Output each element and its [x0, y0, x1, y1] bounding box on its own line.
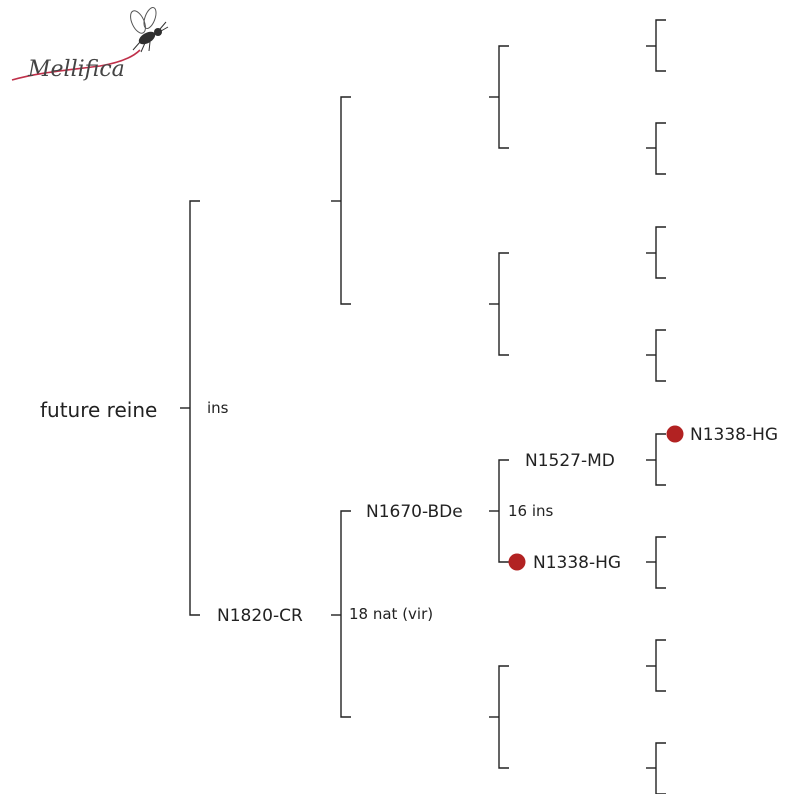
logo-swash — [11, 49, 141, 81]
bracket-l3-4 — [655, 329, 666, 382]
bracket-l2-d — [498, 665, 509, 769]
bracket-n1670 — [498, 459, 509, 563]
root-bracket — [189, 200, 200, 616]
bracket-l1-upper — [340, 96, 351, 305]
logo-text: Mellifica — [27, 57, 125, 82]
node-n1527-md[interactable]: N1527-MD — [525, 451, 615, 471]
bracket-n1338-lower — [655, 536, 666, 589]
bracket-l3-2 — [655, 122, 666, 175]
queen-marker-icon — [666, 425, 684, 443]
bracket-l3-7 — [655, 639, 666, 692]
bracket-l2-a — [498, 45, 509, 149]
bee-icon — [130, 7, 169, 53]
mating-label-n1820: 18 nat (vir) — [349, 605, 433, 623]
node-n1338-hg-lower[interactable]: N1338-HG — [533, 553, 621, 573]
queen-marker-icon — [508, 553, 526, 571]
bracket-l3-3 — [655, 226, 666, 279]
root-label: future reine — [40, 398, 157, 422]
mellifica-logo[interactable]: Mellifica — [11, 6, 169, 82]
bracket-n1820 — [340, 510, 351, 718]
mating-label-n1670: 16 ins — [508, 502, 554, 520]
node-n1820-cr[interactable]: N1820-CR — [217, 606, 303, 626]
node-n1338-hg-upper[interactable]: N1338-HG — [690, 425, 778, 445]
bracket-l3-8 — [655, 742, 666, 794]
node-n1670-bde[interactable]: N1670-BDe — [366, 502, 463, 522]
bracket-l2-b — [498, 252, 509, 356]
bracket-l3-1 — [655, 19, 666, 72]
mating-label-root: ins — [207, 399, 229, 417]
bracket-n1527 — [655, 433, 666, 486]
